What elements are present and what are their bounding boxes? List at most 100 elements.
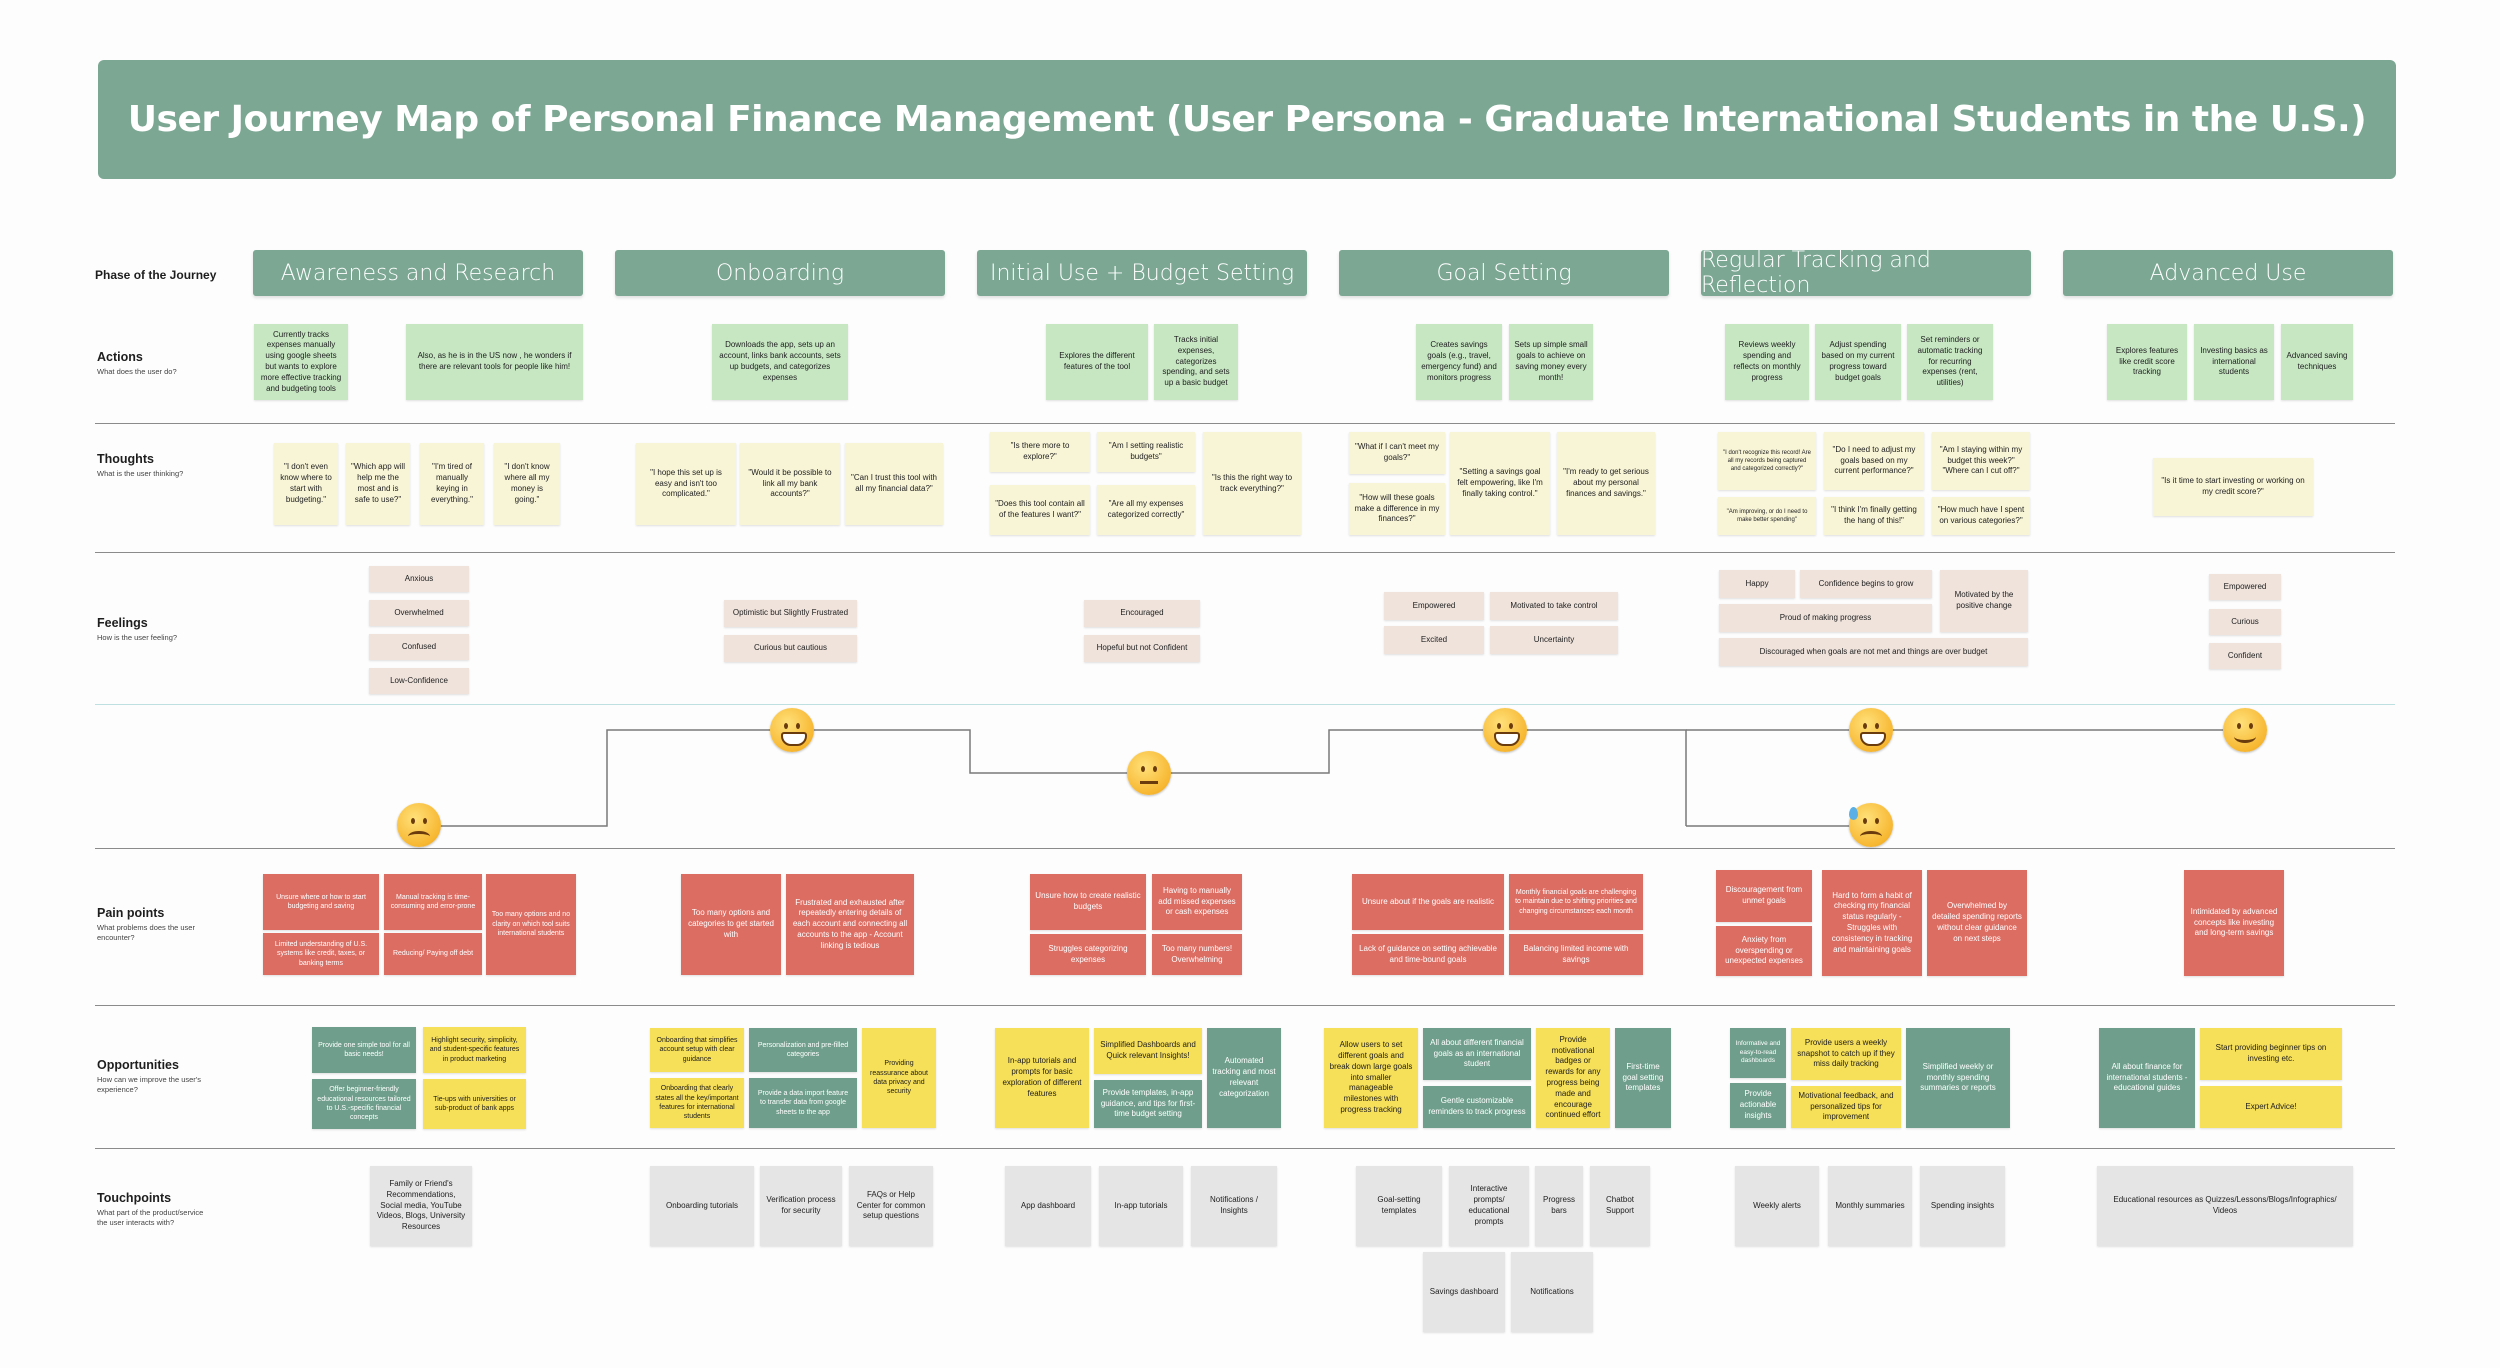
phase-header: Onboarding (615, 250, 945, 296)
touchpoint-note: Interactive prompts/ educational prompts (1449, 1166, 1529, 1246)
pain-note: Unsure how to create realistic budgets (1030, 874, 1146, 930)
row-divider (95, 552, 2395, 553)
pain-note: Monthly financial goals are challenging … (1509, 874, 1643, 930)
thought-note: "Can I trust this tool with all my finan… (845, 443, 943, 525)
pain-note: Having to manually add missed expenses o… (1152, 874, 1242, 930)
thought-note: "Is this the right way to track everythi… (1203, 432, 1301, 535)
pain-note: Frustrated and exhausted after repeatedl… (786, 874, 914, 975)
touchpoint-note: App dashboard (1005, 1166, 1091, 1246)
row-title: Actions (97, 350, 143, 364)
feeling-note: Uncertainty (1490, 626, 1618, 654)
touchpoint-note: Family or Friend's Recommendations, Soci… (370, 1166, 472, 1246)
pain-note: Too many numbers! Overwhelming (1152, 934, 1242, 975)
action-note: Explores features like credit score trac… (2107, 324, 2187, 400)
opportunity-note: Informative and easy-to-read dashboards (1730, 1028, 1786, 1078)
pain-note: Balancing limited income with savings (1509, 934, 1643, 975)
touchpoint-note: Goal-setting templates (1356, 1166, 1442, 1246)
action-note: Tracks initial expenses, categorizes spe… (1154, 324, 1238, 400)
thought-note: "Do I need to adjust my goals based on m… (1824, 432, 1924, 490)
feeling-note: Curious (2209, 609, 2281, 635)
opportunity-note: Motivational feedback, and personalized … (1791, 1086, 1901, 1128)
opportunity-note: Provide templates, in-app guidance, and … (1094, 1080, 1202, 1128)
feeling-note: Empowered (1384, 592, 1484, 620)
feeling-note: Hopeful but not Confident (1084, 635, 1200, 662)
feeling-note: Motivated to take control (1490, 592, 1618, 620)
grinning-face-icon (770, 708, 814, 752)
thought-note: "Are all my expenses categorized correct… (1097, 485, 1195, 535)
feeling-note: Confidence begins to grow (1800, 570, 1932, 598)
opportunity-note: Provide one simple tool for all basic ne… (312, 1027, 416, 1073)
opportunity-note: Simplified Dashboards and Quick relevant… (1094, 1028, 1202, 1074)
opportunity-note: Provide motivational badges or rewards f… (1536, 1028, 1610, 1128)
row-divider (95, 848, 2395, 849)
thought-note: "Setting a savings goal felt empowering,… (1450, 432, 1550, 535)
row-divider (95, 1005, 2395, 1006)
feeling-note: Empowered (2209, 574, 2281, 600)
thought-note: "How much have I spent on various catego… (1932, 497, 2030, 535)
opportunity-note: Onboarding that simplifies account setup… (650, 1028, 744, 1072)
thought-note: "I don't even know where to start with b… (274, 443, 338, 525)
action-note: Creates savings goals (e.g., travel, eme… (1416, 324, 1502, 400)
pain-note: Unsure where or how to start budgeting a… (263, 874, 379, 930)
pain-note: Too many options and no clarity on which… (486, 874, 576, 975)
row-subtitle: What does the user do? (97, 367, 177, 376)
thought-note: "Would it be possible to link all my ban… (740, 443, 840, 525)
feeling-note: Happy (1719, 570, 1795, 598)
touchpoint-note: Savings dashboard (1423, 1252, 1505, 1332)
action-note: Currently tracks expenses manually using… (254, 324, 348, 400)
action-note: Adjust spending based on my current prog… (1815, 324, 1901, 400)
thought-note: "Am I setting realistic budgets" (1097, 432, 1195, 472)
touchpoint-note: Educational resources as Quizzes/Lessons… (2097, 1166, 2353, 1246)
thought-note: "I think I'm finally getting the hang of… (1824, 497, 1924, 535)
thought-note: "Am I staying within my budget this week… (1932, 432, 2030, 490)
touchpoint-note: Chatbot Support (1590, 1166, 1650, 1246)
pain-note: Overwhelmed by detailed spending reports… (1927, 870, 2027, 976)
thought-note: "I don't know where all my money is goin… (494, 443, 560, 525)
action-note: Sets up simple small goals to achieve on… (1509, 324, 1593, 400)
row-subtitle: What problems does the user encounter? (97, 923, 195, 942)
opportunity-note: Provide users a weekly snapshot to catch… (1791, 1028, 1901, 1080)
feeling-note: Curious but cautious (724, 635, 857, 662)
opportunity-note: Offer beginner-friendly educational reso… (312, 1079, 416, 1129)
grinning-face-icon (1849, 708, 1893, 752)
feeling-note: Encouraged (1084, 600, 1200, 627)
row-subtitle: What is the user thinking? (97, 469, 184, 478)
thought-note: "Is it time to start investing or workin… (2153, 458, 2313, 516)
touchpoint-note: Weekly alerts (1735, 1166, 1819, 1246)
opportunity-note: Expert Advice! (2200, 1086, 2342, 1128)
row-title: Feelings (97, 616, 148, 630)
pain-note: Too many options and categories to get s… (681, 874, 781, 975)
phase-header: Awareness and Research (253, 250, 583, 296)
downcast-sweat-face-icon (1849, 803, 1893, 847)
feeling-note: Proud of making progress (1719, 604, 1932, 632)
touchpoint-note: Notifications (1511, 1252, 1593, 1332)
feeling-note: Overwhelmed (369, 600, 469, 626)
phase-header: Advanced Use (2063, 250, 2393, 296)
action-note: Advanced saving techniques (2281, 324, 2353, 400)
thought-note: "How will these goals make a difference … (1349, 483, 1445, 535)
feeling-note: Confident (2209, 643, 2281, 669)
phase-header: Regular Tracking and Reflection (1701, 248, 2031, 298)
opportunity-note: Providing reassurance about data privacy… (862, 1028, 936, 1128)
thought-note: "I don't recognize this record! Are all … (1718, 432, 1816, 490)
feeling-note: Discouraged when goals are not met and t… (1719, 638, 2028, 666)
touchpoint-note: Spending insights (1920, 1166, 2005, 1246)
thought-note: "I hope this set up is easy and isn't to… (636, 443, 736, 525)
opportunity-note: Allow users to set different goals and b… (1324, 1028, 1418, 1128)
page-title: User Journey Map of Personal Finance Man… (127, 99, 2367, 140)
title-banner: User Journey Map of Personal Finance Man… (98, 60, 2396, 179)
action-note: Explores the different features of the t… (1046, 324, 1148, 400)
feeling-note: Anxious (369, 566, 469, 592)
touchpoint-note: Verification process for security (760, 1166, 842, 1246)
feeling-note: Motivated by the positive change (1940, 570, 2028, 632)
action-note: Set reminders or automatic tracking for … (1907, 324, 1993, 400)
phase-header: Goal Setting (1339, 250, 1669, 296)
pain-note: Limited understanding of U.S. systems li… (263, 933, 379, 975)
row-subtitle: How can we improve the user's experience… (97, 1075, 201, 1094)
thought-note: "I'm tired of manually keying in everyth… (420, 443, 484, 525)
neutral-face-icon (1127, 751, 1171, 795)
